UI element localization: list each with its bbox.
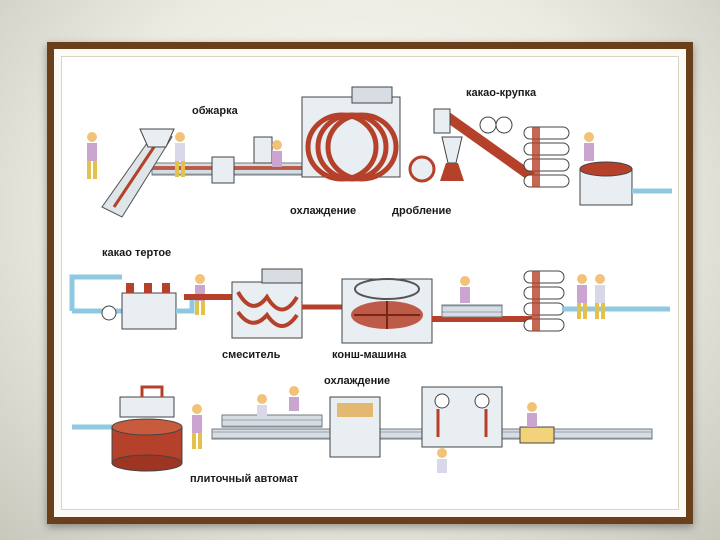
worker-12 [437,448,447,473]
slide-frame: обжарка какао-крупка охлаждение дроблени… [47,42,693,524]
label-roasting: обжарка [192,105,238,117]
label-tablet-machine: плиточный автомат [190,473,299,485]
cooling-drum [301,86,401,182]
worker-11 [289,386,299,411]
row-1-roasting-line [87,86,672,218]
row-2-conching-line [69,268,670,344]
worker-3 [272,140,282,167]
worker-9 [192,404,202,449]
label-cocoa-nibs: какао-крупка [466,87,537,99]
tank [579,161,672,206]
label-cooling-1: охлаждение [290,205,357,217]
roller-mill-2 [523,270,565,332]
label-cooling-2: охлаждение [324,375,391,387]
worker-13 [527,402,537,427]
mixer-machine [231,268,303,339]
demolding-unit [421,386,503,448]
crusher [408,108,535,183]
worker-10 [257,394,267,417]
diagram-panel: обжарка какао-крупка охлаждение дроблени… [61,56,679,510]
label-cocoa-liquor: какао тертое [102,247,172,259]
worker-6 [460,276,470,303]
conche-machine [341,278,433,344]
worker-8 [595,274,605,319]
worker-1 [87,132,97,179]
worker-2 [175,132,185,177]
chocolate-production-diagram [69,86,672,473]
tempering-kettle [111,385,183,472]
label-mixer: смеситель [222,349,281,361]
label-conche: конш-машина [332,349,407,361]
worker-7 [577,274,587,319]
row-3-molding-line [72,385,653,473]
worker-4 [584,132,594,161]
worker-5 [195,274,205,315]
roller-mill-1 [523,126,570,188]
label-crushing: дробление [392,205,452,217]
packing-station [519,426,555,444]
cooling-chamber [329,396,381,458]
